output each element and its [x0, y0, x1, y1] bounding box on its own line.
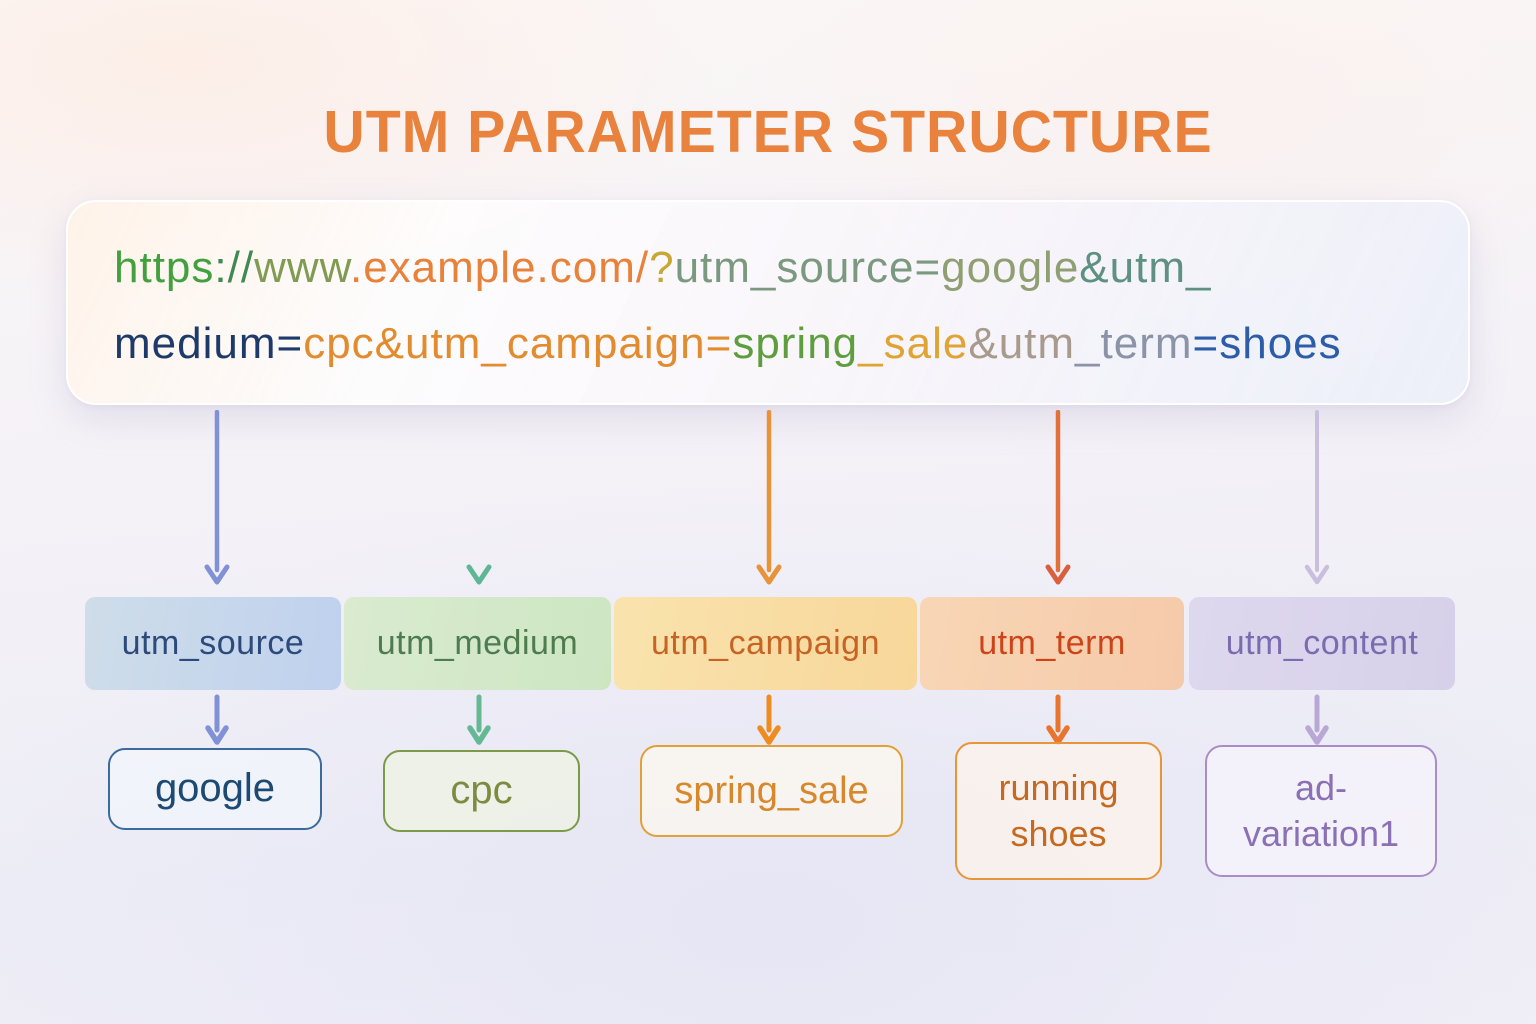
param-box-utm-source: utm_source: [85, 597, 341, 690]
arrow-utm-term: [1045, 410, 1071, 585]
url-segment: &utm_: [1079, 243, 1212, 292]
param-value: cpc: [450, 768, 513, 813]
url-line-2: medium=cpc&utm_campaign=spring_sale&utm_…: [114, 306, 1468, 382]
param-box-utm-campaign: utm_campaign: [614, 597, 917, 690]
url-segment: ?: [649, 243, 675, 292]
arrow-utm-medium-value: [467, 694, 491, 745]
value-box-utm-campaign: spring_sale: [640, 745, 903, 837]
param-value: ad-variation1: [1242, 766, 1400, 854]
param-box-utm-medium: utm_medium: [344, 597, 611, 690]
url-segment: _term: [1075, 319, 1193, 368]
param-value: spring_sale: [674, 769, 869, 812]
param-label: utm_term: [978, 624, 1126, 662]
arrow-utm-campaign: [756, 410, 782, 585]
url-segment: google: [941, 243, 1080, 292]
value-box-utm-medium: cpc: [383, 750, 580, 832]
param-label: utm_campaign: [650, 624, 880, 662]
param-label: utm_medium: [376, 624, 579, 662]
url-line-1: https://www.example.com/?utm_source=goog…: [114, 230, 1468, 306]
arrow-utm-medium: [466, 410, 492, 585]
arrow-utm-source-value: [205, 694, 229, 745]
param-label: utm_source: [121, 624, 305, 662]
url-segment: cpc&utm_campaign=: [303, 319, 733, 368]
url-segment: _sale: [858, 319, 969, 368]
url-segment: &utm: [968, 319, 1076, 368]
value-box-utm-source: google: [108, 748, 322, 830]
param-box-utm-content: utm_content: [1189, 597, 1455, 690]
param-label: utm_content: [1225, 624, 1419, 662]
url-segment: .example.com/: [349, 243, 650, 292]
arrow-utm-campaign-value: [757, 694, 781, 745]
arrow-utm-content: [1304, 410, 1330, 585]
arrow-utm-term-value: [1046, 694, 1070, 745]
arrow-utm-source: [204, 410, 230, 585]
page-title: UTM PARAMETER STRUCTURE: [323, 99, 1213, 165]
value-box-utm-content: ad-variation1: [1205, 745, 1437, 877]
url-segment: =shoes: [1192, 319, 1342, 368]
param-value: google: [154, 766, 276, 811]
url-segment: https: [114, 243, 215, 292]
value-box-utm-term: running shoes: [955, 742, 1162, 880]
url-segment: ://: [214, 243, 255, 292]
param-box-utm-term: utm_term: [920, 597, 1184, 690]
arrow-utm-content-value: [1305, 694, 1329, 745]
url-segment: www: [254, 243, 350, 292]
url-segment: spring: [732, 319, 859, 368]
param-value: running shoes: [998, 766, 1119, 854]
url-segment: medium=: [114, 319, 304, 368]
url-box: https://www.example.com/?utm_source=goog…: [66, 200, 1470, 405]
url-segment: utm_source=: [674, 243, 942, 292]
